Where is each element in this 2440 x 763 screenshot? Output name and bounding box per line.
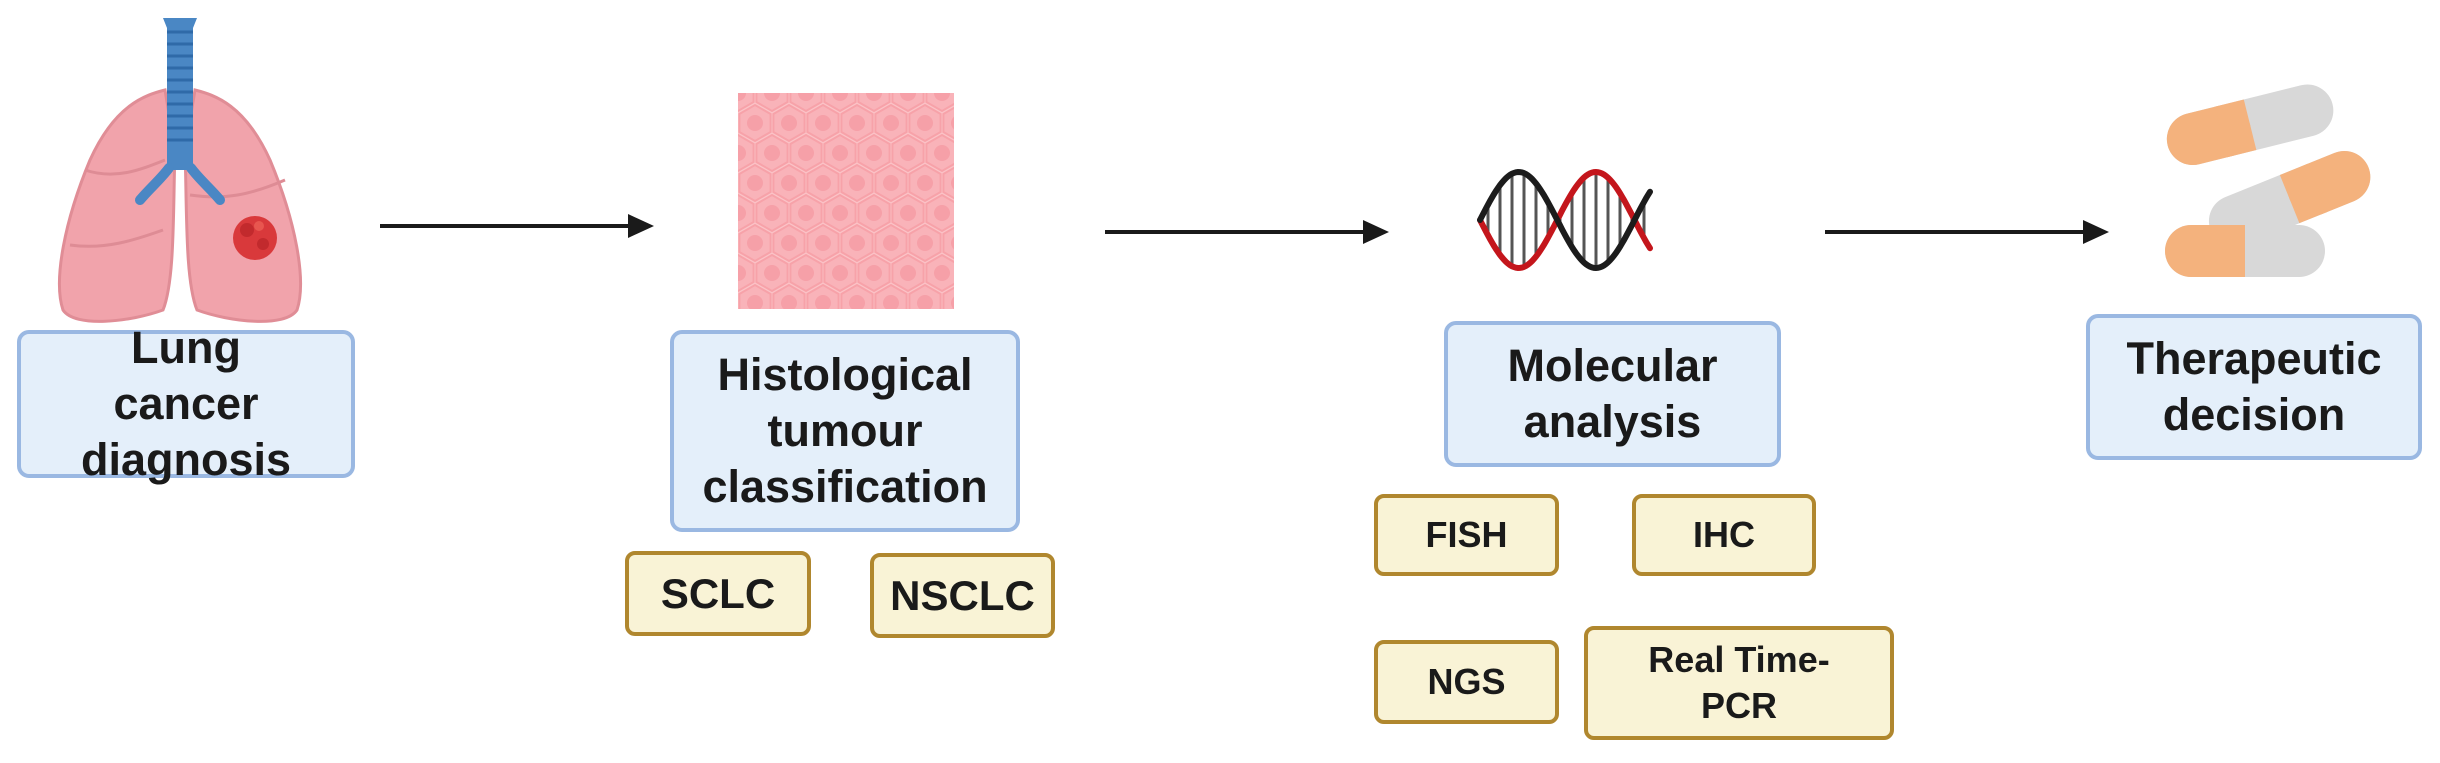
stage-molecular-analysis: Molecular analysis xyxy=(1444,321,1781,467)
method-ihc: IHC xyxy=(1632,494,1816,576)
stage-label: Lung cancer diagnosis xyxy=(80,322,292,485)
tissue-cells-icon xyxy=(738,93,954,309)
arrow-histology-to-molecular xyxy=(1105,220,1389,244)
stage-label: Molecular analysis xyxy=(1507,340,1718,447)
arrow-diagnosis-to-histology xyxy=(380,214,654,238)
arrow-molecular-to-therapy xyxy=(1825,220,2109,244)
lungs-icon xyxy=(57,18,303,323)
method-fish: FISH xyxy=(1374,494,1559,576)
method-real-time-pcr: Real Time-PCR xyxy=(1584,626,1894,740)
method-ngs: NGS xyxy=(1374,640,1559,724)
pills-icon xyxy=(2165,84,2371,277)
stage-histological-classification: Histological tumour classification xyxy=(670,330,1020,532)
histology-type-sclc: SCLC xyxy=(625,551,811,636)
dna-icon xyxy=(1477,168,1653,272)
stage-label: Therapeutic decision xyxy=(2126,333,2382,440)
histology-type-nsclc: NSCLC xyxy=(870,553,1055,638)
stage-lung-cancer-diagnosis: Lung cancer diagnosis xyxy=(17,322,355,485)
stage-label: Histological tumour classification xyxy=(702,349,988,512)
stage-therapeutic-decision: Therapeutic decision xyxy=(2086,314,2422,460)
